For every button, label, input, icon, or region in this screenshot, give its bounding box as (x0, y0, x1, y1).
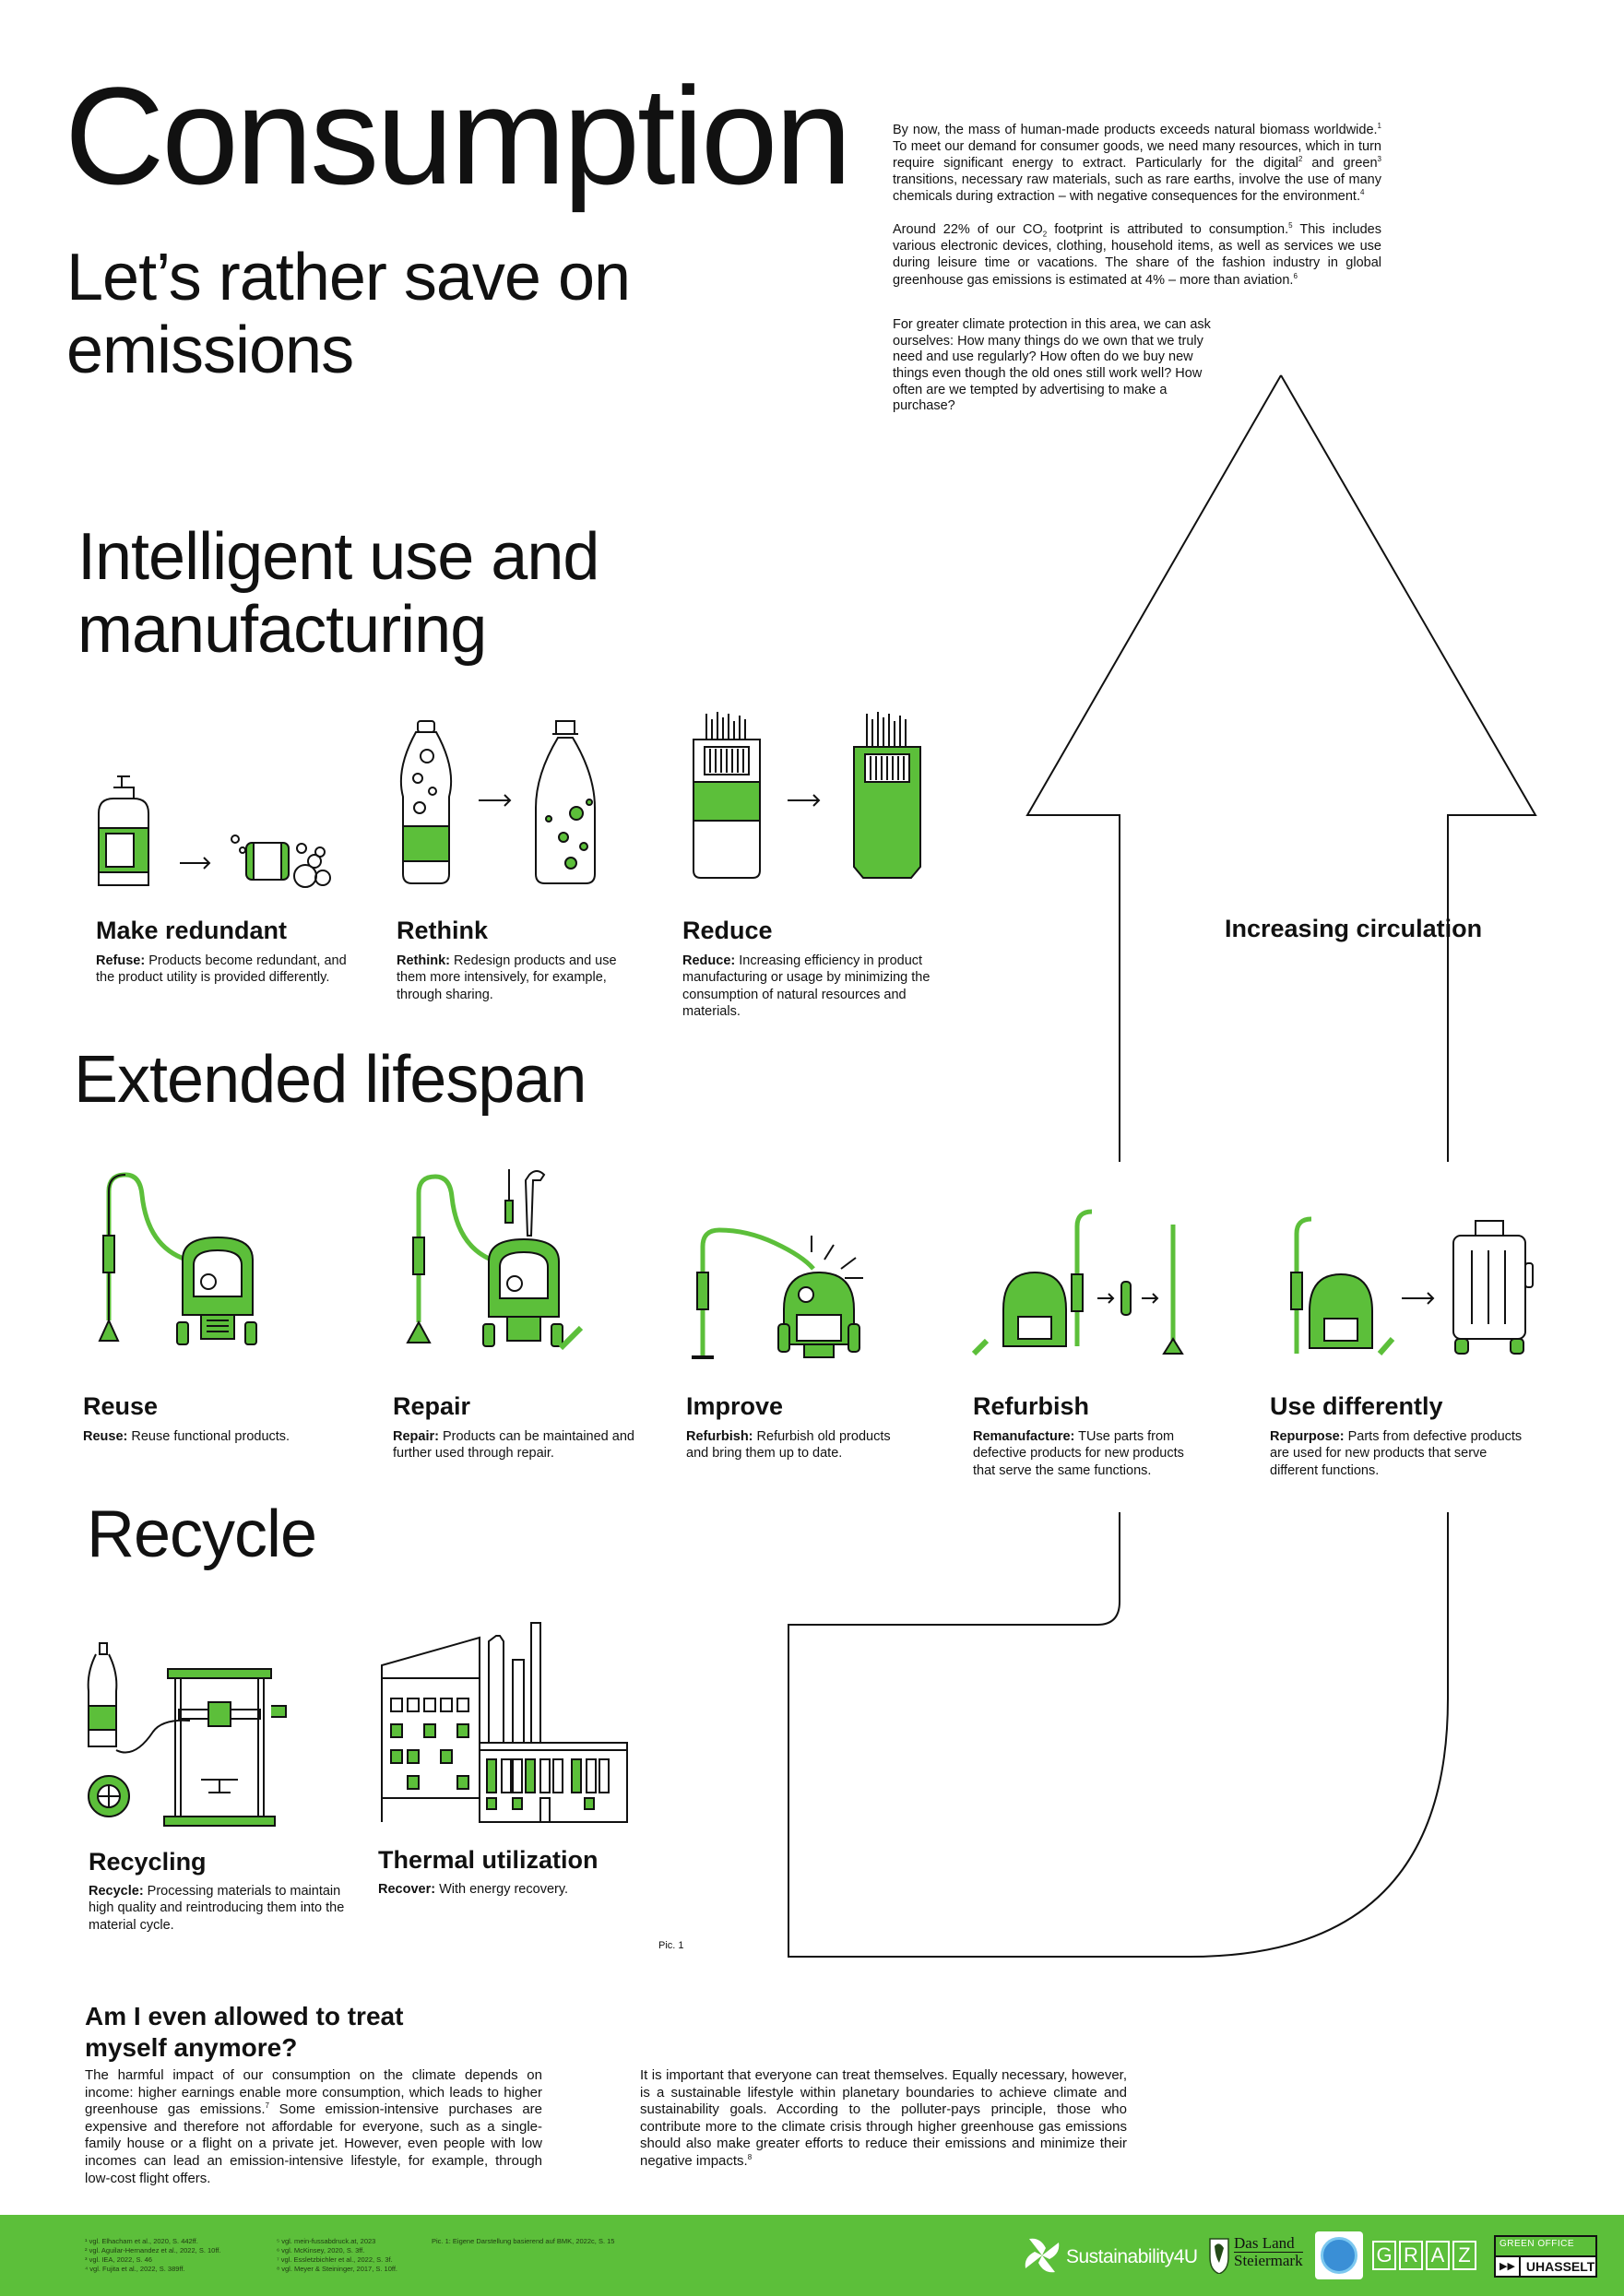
intro-paragraph-3: For greater climate protection in this a… (893, 317, 1211, 414)
coat-of-arms-icon (1209, 2238, 1229, 2274)
sdg-badge-logo (1315, 2231, 1363, 2279)
page-title: Consumption (65, 58, 852, 213)
vacuum-refurbish-icon (971, 1209, 1184, 1356)
item-title-rethink: Rethink (397, 917, 489, 944)
item-desc-make-redundant: Refuse: Products become redundant, and t… (96, 953, 347, 986)
intro-paragraph-1: By now, the mass of human-made products … (893, 122, 1381, 205)
bottle-rethink-icon (399, 720, 596, 884)
section-title-intelligent: Intelligent use and manufacturing (77, 520, 599, 668)
item-title-improve: Improve (686, 1392, 784, 1420)
picture-label: Pic. 1 (658, 1940, 684, 1951)
section-title-extended: Extended lifespan (74, 1043, 587, 1117)
item-desc-repair: Repair: Products can be maintained and f… (393, 1429, 634, 1462)
item-title-thermal: Thermal utilization (378, 1846, 599, 1874)
section-title-recycle: Recycle (87, 1497, 317, 1571)
treat-paragraph-2: It is important that everyone can treat … (640, 2067, 1127, 2169)
pencil-case-icon (693, 712, 921, 879)
footer: ¹ vgl. Elhacham et al., 2020, S. 442ff.²… (0, 2215, 1624, 2296)
steiermark-logo: Das Land Steiermark (1208, 2233, 1310, 2278)
item-desc-recycling: Recycle: Processing materials to maintai… (89, 1884, 345, 1933)
item-desc-refurbish: Remanufacture: TUse parts from defective… (973, 1429, 1184, 1478)
item-title-make-redundant: Make redundant (96, 917, 288, 944)
item-title-recycling: Recycling (89, 1848, 207, 1876)
item-title-refurbish: Refurbish (973, 1392, 1090, 1420)
item-title-use-differently: Use differently (1270, 1392, 1443, 1420)
footnotes-col-1: ¹ vgl. Elhacham et al., 2020, S. 442ff.²… (85, 2237, 221, 2274)
page-subtitle: Let’s rather save on emissions (66, 241, 631, 388)
factory-icon (381, 1622, 628, 1823)
green-office-uhasselt-logo: GREEN OFFICE ▶▶ UHASSELT (1494, 2235, 1597, 2278)
fast-forward-icon: ▶▶ (1496, 2257, 1521, 2276)
vacuum-improve-icon (692, 1227, 863, 1359)
graz-logo: G R A Z (1372, 2241, 1476, 2270)
item-title-reduce: Reduce (682, 917, 773, 944)
intro-paragraph-2: Around 22% of our CO2 footprint is attri… (893, 221, 1381, 288)
vacuum-repair-icon (406, 1169, 584, 1351)
item-title-reuse: Reuse (83, 1392, 159, 1420)
treat-title: Am I even allowed to treat myself anymor… (85, 2002, 404, 2062)
item-desc-thermal: Recover: With energy recovery. (378, 1882, 569, 1897)
vacuum-reuse-icon (98, 1172, 257, 1345)
pinwheel-icon (1025, 2238, 1060, 2273)
item-title-repair: Repair (393, 1392, 471, 1420)
treat-paragraph-1: The harmful impact of our consumption on… (85, 2067, 542, 2186)
item-desc-improve: Refurbish: Refurbish old products and br… (686, 1429, 891, 1462)
footnote-picture-source: Pic. 1: Eigene Darstellung basierend auf… (432, 2237, 615, 2245)
item-desc-rethink: Rethink: Redesign products and use them … (397, 953, 617, 1002)
item-desc-reduce: Reduce: Increasing efficiency in product… (682, 953, 931, 1019)
arrow-label: Increasing circulation (1225, 915, 1483, 942)
item-desc-use-differently: Repurpose: Parts from defective products… (1270, 1429, 1523, 1478)
vacuum-to-suitcase-icon (1290, 1216, 1534, 1355)
item-desc-reuse: Reuse: Reuse functional products. (83, 1429, 290, 1444)
soap-bottle-icon (98, 775, 331, 888)
3d-printer-icon (87, 1642, 287, 1827)
